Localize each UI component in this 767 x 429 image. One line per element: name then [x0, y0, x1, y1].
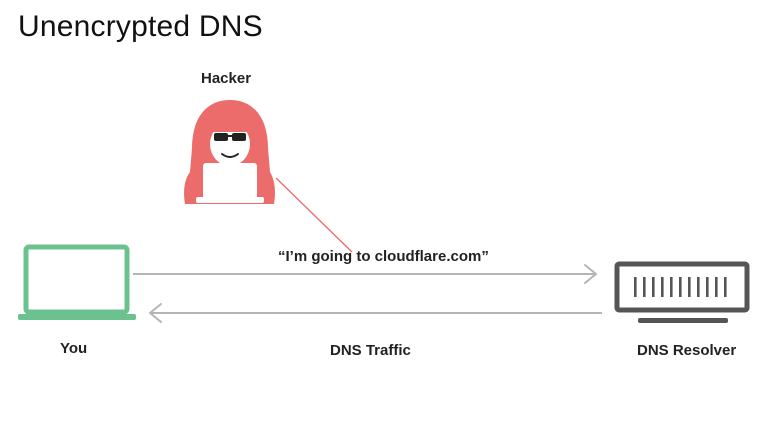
laptop-icon: [18, 244, 136, 320]
dns-traffic-label: DNS Traffic: [330, 342, 411, 359]
request-arrow: [133, 264, 597, 284]
dns-resolver-label: DNS Resolver: [637, 342, 737, 359]
diagram-title: Unencrypted DNS: [18, 10, 263, 43]
response-arrow: [149, 303, 602, 323]
you-label: You: [60, 340, 88, 357]
dns-query-message: “I’m going to cloudflare.com”: [278, 248, 489, 265]
intercept-line: [275, 177, 353, 253]
hacker-label: Hacker: [201, 70, 252, 87]
server-icon: [614, 261, 750, 323]
hacker-icon: [184, 100, 275, 204]
